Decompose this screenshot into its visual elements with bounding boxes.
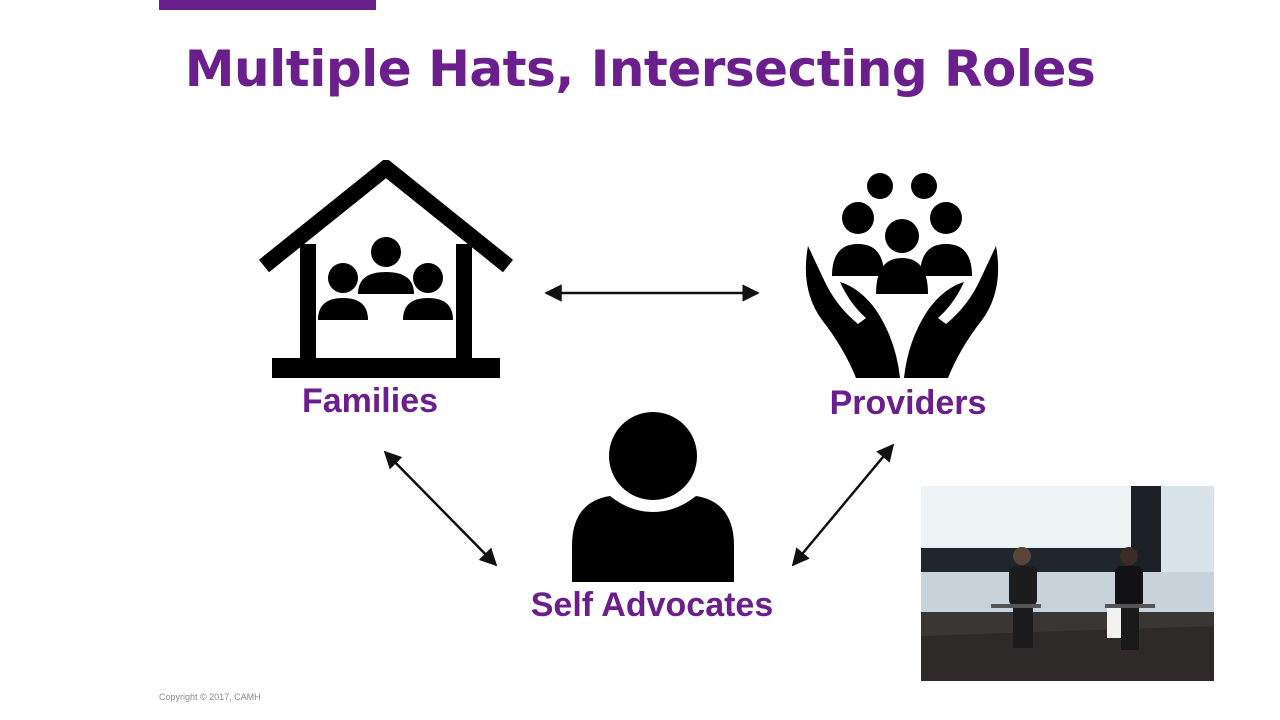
arrow-providers-self-advocates: [791, 443, 895, 567]
title-accent-bar: [159, 0, 376, 10]
person-icon: [570, 412, 736, 584]
hands-group-icon: [796, 170, 1008, 382]
arrow-families-self-advocates: [383, 450, 498, 567]
families-label: Families: [301, 382, 439, 420]
slide-title: Multiple Hats, Intersecting Roles: [184, 40, 1096, 98]
copyright-text: Copyright © 2017, CAMH: [159, 692, 261, 702]
house-family-icon: [258, 157, 514, 382]
providers-label: Providers: [829, 384, 987, 422]
speaker-video-feed[interactable]: [921, 486, 1214, 681]
self-advocates-label: Self Advocates: [530, 586, 774, 624]
